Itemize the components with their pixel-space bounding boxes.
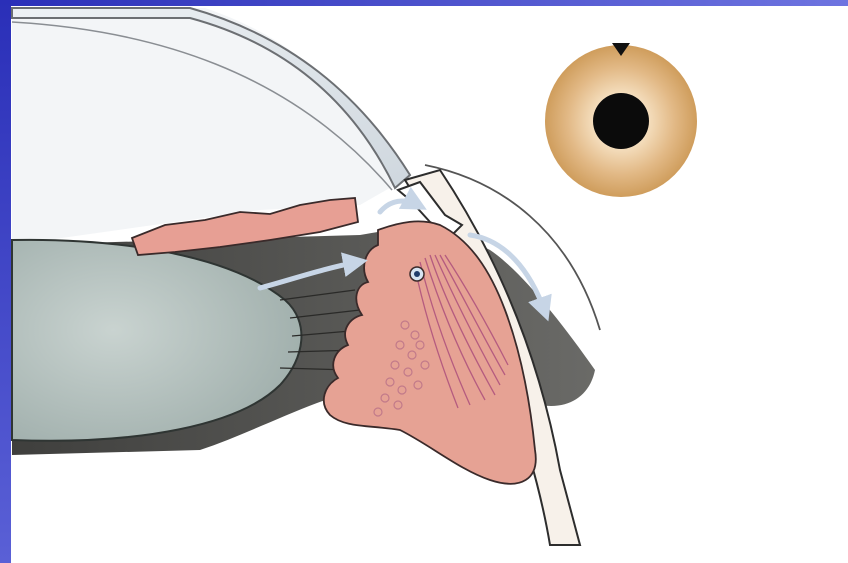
pupil-inset (545, 43, 697, 197)
vessel (410, 267, 424, 281)
pupil-center (593, 93, 649, 149)
arrow-icon (380, 201, 418, 212)
